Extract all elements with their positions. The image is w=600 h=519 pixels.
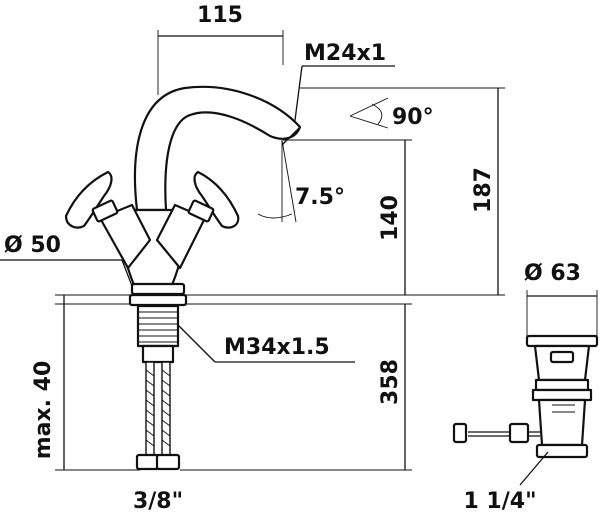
popup-waste (452, 334, 599, 459)
tap-body (64, 170, 240, 307)
spout (133, 85, 302, 212)
dimension-spout-height: 140 (378, 140, 406, 295)
flexible-hoses (135, 361, 181, 471)
dim-spout-thread-label: M24x1 (304, 41, 386, 66)
dimension-hose-length: 358 (180, 304, 412, 471)
dim-swivel-angle-label: 90° (392, 105, 434, 130)
dimension-max-thickness: max. 40 (31, 295, 140, 471)
dim-tilt-angle-label: 7.5° (295, 185, 345, 210)
dim-waste-diameter-label: Ø 63 (524, 261, 581, 286)
dim-base-diameter-label: Ø 50 (4, 233, 61, 258)
dimension-swivel-angle: 90° (349, 97, 434, 130)
dim-spout-height-label: 140 (378, 195, 403, 241)
dimension-tilt-angle: 7.5° (257, 139, 345, 223)
dimension-top-width: 115 (157, 3, 284, 95)
dimension-base-diameter: Ø 50 (0, 233, 133, 287)
dimension-waste-diameter: Ø 63 (524, 261, 598, 336)
dim-top-width-label: 115 (197, 3, 243, 28)
dimension-spout-thread: M24x1 (293, 41, 395, 129)
dim-overall-height-label: 187 (471, 167, 496, 213)
dimension-waste-thread: 1 1/4" (463, 451, 549, 514)
dim-max-thickness-label: max. 40 (31, 361, 56, 460)
threaded-shank (136, 304, 180, 364)
dim-hose-length-label: 358 (378, 359, 403, 405)
dim-waste-thread-label: 1 1/4" (463, 489, 536, 514)
dim-shank-thread-label: M34x1.5 (224, 335, 330, 360)
dim-hose-connection-label: 3/8" (133, 489, 183, 514)
dimension-overall-height: 187 (471, 88, 499, 295)
dimension-shank-thread: M34x1.5 (177, 324, 355, 363)
